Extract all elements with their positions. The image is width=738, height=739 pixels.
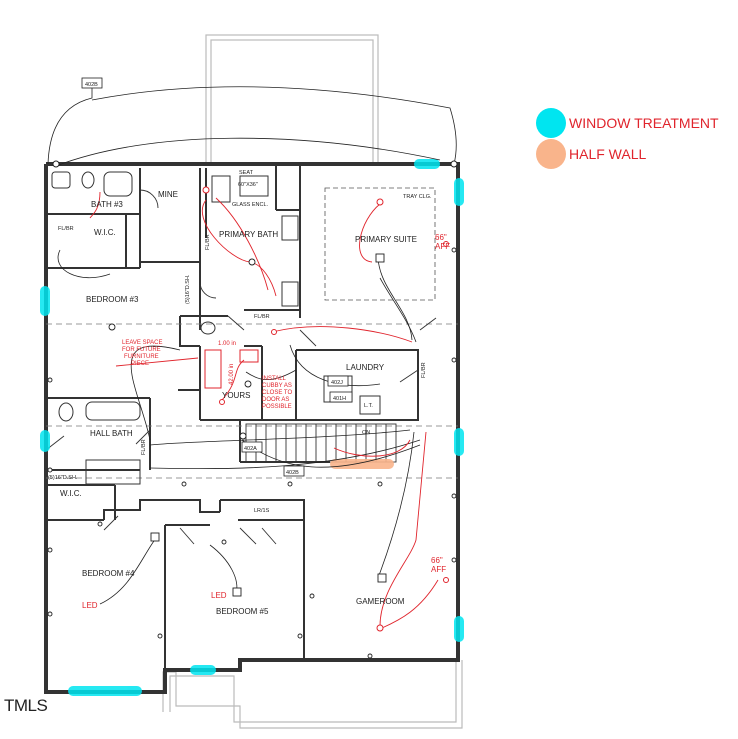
note-aff-2: 66" AFF [431, 556, 446, 574]
note-leave-space: LEAVE SPACE FOR FUTURE FURNITURE PIECE [122, 340, 162, 367]
label-dsh: (5)16"D.SH. [48, 475, 78, 481]
room-laundry: LAUNDRY [346, 363, 385, 372]
tag-laundry-b: 401H [333, 396, 346, 402]
label-flbr-3: FL/BR [141, 439, 147, 455]
room-mine: MINE [158, 190, 178, 199]
label-flbr-4: FL/BR [205, 234, 211, 250]
window-treatment-markers [40, 159, 464, 696]
half-wall-swatch [536, 139, 566, 169]
room-bedroom3: BEDROOM #3 [86, 295, 139, 304]
room-yours: YOURS [222, 391, 250, 400]
room-wic-1: W.I.C. [94, 228, 116, 237]
label-on: ON [362, 430, 370, 436]
tag-stair-1: 402A [244, 446, 257, 452]
watermark-logo: TMLS [4, 696, 48, 715]
svg-text:PIECE: PIECE [131, 361, 149, 367]
legend-half-wall-label: HALF WALL [569, 146, 647, 162]
half-wall-marker [330, 459, 394, 469]
label-seat: SEAT [239, 170, 254, 176]
label-flbr-1: FL/BR [58, 226, 74, 232]
svg-text:POSSIBLE: POSSIBLE [262, 404, 292, 410]
svg-text:LEAVE SPACE: LEAVE SPACE [122, 340, 162, 346]
room-bedroom4: BEDROOM #4 [82, 569, 135, 578]
svg-text:INSTALL: INSTALL [262, 376, 287, 382]
room-hall-bath: HALL BATH [90, 429, 133, 438]
tag-laundry-a: 402J [331, 380, 343, 386]
wiring-red [89, 191, 439, 629]
beam-lines [46, 323, 458, 479]
label-flbr-5: FL/BR [421, 362, 427, 378]
note-install: INSTALL CUBBY AS CLOSE TO DOOR AS POSSIB… [262, 376, 292, 410]
tray-ceiling [324, 187, 436, 301]
svg-text:FURNITURE: FURNITURE [124, 354, 159, 360]
room-bath3: BATH #3 [91, 200, 123, 209]
svg-text:AFF: AFF [431, 565, 446, 574]
svg-text:CUBBY AS: CUBBY AS [262, 383, 292, 389]
svg-text:DOOR AS: DOOR AS [262, 397, 289, 403]
fixtures [51, 171, 381, 485]
room-primary-suite: PRIMARY SUITE [355, 235, 417, 244]
label-tray: TRAY CLG. [403, 194, 432, 200]
label-shower: 60"X36" [238, 182, 258, 188]
label-lris: LR/1S [254, 508, 270, 514]
tag-stair-2: 402B [286, 470, 299, 476]
svg-text:AFF: AFF [435, 242, 450, 251]
label-lt: L.T. [364, 403, 373, 409]
label-flbr-2: FL/BR [254, 314, 270, 320]
room-bedroom5: BEDROOM #5 [216, 607, 269, 616]
room-primary-bath: PRIMARY BATH [219, 230, 278, 239]
devices [47, 160, 458, 659]
legend-window-treatment-label: WINDOW TREATMENT [569, 115, 719, 131]
svg-text:CLOSE TO: CLOSE TO [262, 390, 292, 396]
tag-boxes [81, 77, 353, 477]
legend-window-treatment: WINDOW TREATMENT [536, 108, 719, 138]
label-dim-2: 42.00 in [229, 364, 235, 385]
room-wic-2: W.I.C. [60, 489, 82, 498]
svg-text:FOR FUTURE: FOR FUTURE [122, 347, 161, 353]
label-dsh-2: (5)16"D.SH. [185, 274, 191, 304]
svg-text:66": 66" [431, 556, 443, 565]
label-led-2: LED [211, 591, 227, 600]
label-glass: GLASS ENCL. [232, 202, 269, 208]
devices-red [202, 186, 449, 632]
note-aff-1: 66" AFF [435, 233, 450, 251]
window-treatment-swatch [536, 108, 566, 138]
label-dim-1: 1.00 in [218, 341, 236, 347]
legend-half-wall: HALF WALL [536, 139, 646, 169]
door-swings [45, 189, 437, 545]
room-gameroom: GAMEROOM [356, 597, 405, 606]
tag-top: 402B [85, 82, 98, 88]
label-led-1: LED [82, 601, 98, 610]
svg-text:66": 66" [435, 233, 447, 242]
wiring [47, 86, 457, 605]
